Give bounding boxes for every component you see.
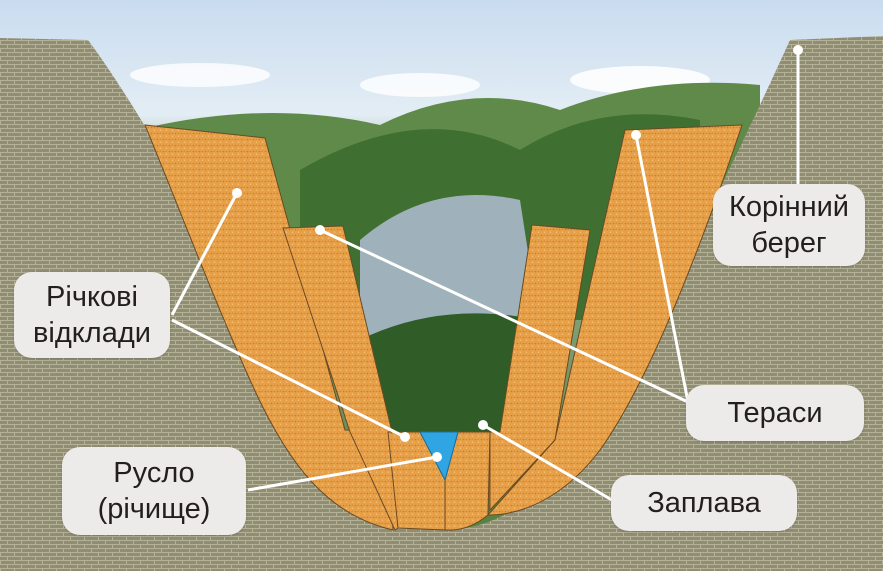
label-korinnyi-bereh: Корінний берег [713, 184, 865, 266]
label-terasy: Тераси [686, 385, 864, 441]
dot-korinnyi-bereh [793, 45, 803, 55]
dot-richkovi-lower [400, 432, 410, 442]
label-zaplava: Заплава [611, 475, 797, 531]
dot-zaplava [478, 420, 488, 430]
dot-terasa-left [315, 225, 325, 235]
label-ruslo: Русло (річище) [62, 447, 246, 535]
label-richkovi-vidklady: Річкові відклади [14, 272, 170, 358]
dot-richkovi-upper [232, 188, 242, 198]
dot-terasa-right [631, 130, 641, 140]
dot-ruslo [432, 452, 442, 462]
